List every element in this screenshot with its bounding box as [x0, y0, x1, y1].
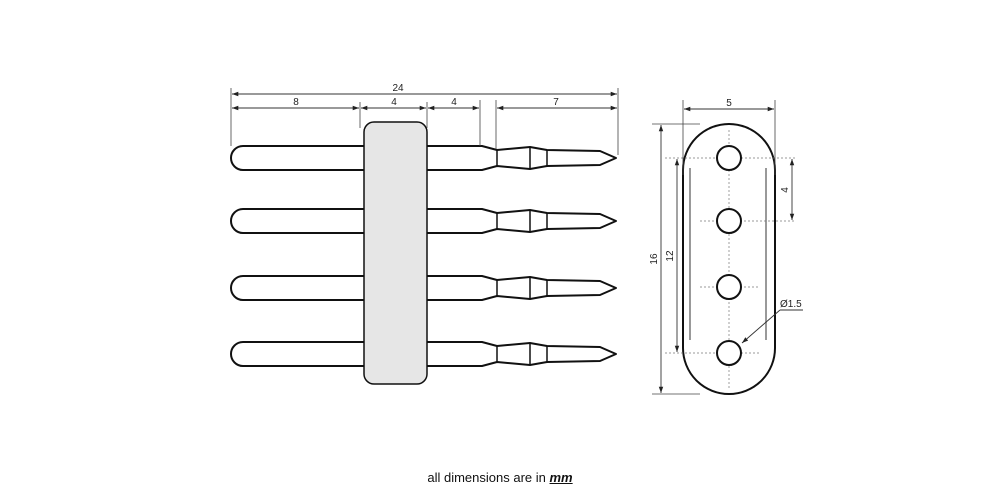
- dim-overall-label: 24: [392, 83, 404, 94]
- units-note: all dimensions are in mm: [0, 470, 1000, 485]
- dim-pitch-label: 4: [780, 187, 791, 193]
- side-view: 24 8 4 4 7: [230, 83, 619, 385]
- pin-hole-3: [716, 274, 742, 300]
- side-dimension-lines: [232, 91, 617, 111]
- end-dimension-labels: 5 16 12 4 Ø1.5: [649, 98, 802, 310]
- end-dimension-lines: [658, 106, 803, 393]
- pin-2: [230, 208, 617, 234]
- dim-height-label: 16: [649, 253, 660, 265]
- units-note-text: all dimensions are in: [427, 470, 546, 485]
- side-extension-lines: [230, 88, 619, 155]
- pin-hole-4: [716, 340, 742, 366]
- pin-hole-1: [716, 145, 742, 171]
- end-extension-lines: [652, 100, 776, 395]
- dim-hole-diameter-label: Ø1.5: [780, 299, 802, 310]
- units-note-unit: mm: [549, 470, 573, 485]
- pin-1: [230, 145, 617, 171]
- dim-gap-label: 4: [451, 97, 457, 108]
- end-view: 5 16 12 4 Ø1.5: [649, 98, 803, 395]
- dim-hole-span-label: 12: [665, 250, 676, 262]
- dim-pin-tail-label: 8: [293, 97, 299, 108]
- dim-housing-label: 4: [391, 97, 397, 108]
- pin-hole-2: [716, 208, 742, 234]
- pin-4: [230, 341, 617, 367]
- dim-tip-label: 7: [553, 97, 559, 108]
- pin-3: [230, 275, 617, 301]
- dim-width-label: 5: [726, 98, 732, 109]
- side-dimension-labels: 24 8 4 4 7: [293, 83, 559, 108]
- connector-housing: [363, 121, 428, 385]
